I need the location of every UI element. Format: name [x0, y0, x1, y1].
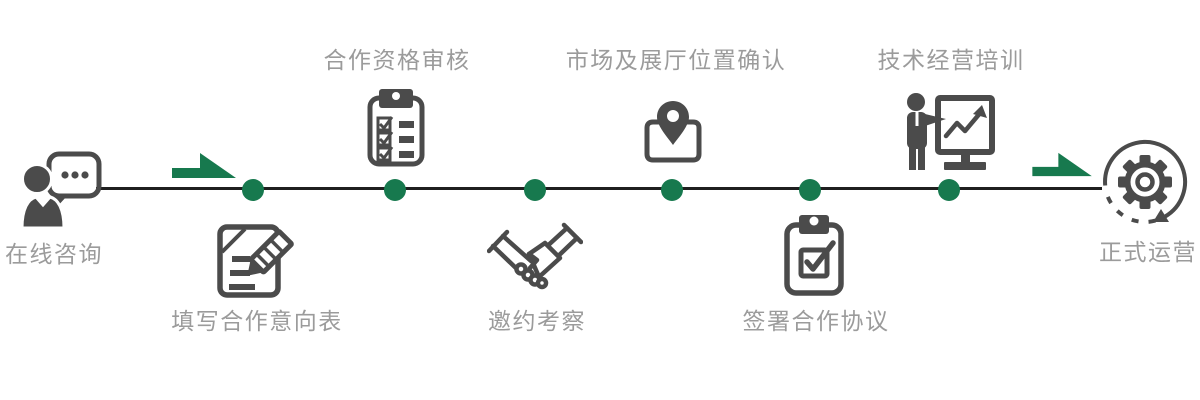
timeline-node-dot	[242, 179, 264, 201]
person-chat-icon	[20, 151, 102, 230]
timeline-node-dot	[799, 179, 821, 201]
timeline-node-dot	[524, 179, 546, 201]
timeline-node-dot	[938, 179, 960, 201]
step-label-online-consult: 在线咨询	[5, 241, 103, 267]
step-label-fill-intention-form: 填写合作意向表	[171, 308, 343, 334]
timeline-node-dot	[661, 179, 683, 201]
presentation-chart-icon	[907, 93, 995, 170]
step-label-location-confirm: 市场及展厅位置确认	[565, 47, 787, 73]
step-label-sign-agreement: 签署合作协议	[742, 308, 890, 334]
gear-cycle-icon	[1103, 139, 1188, 224]
step-label-training: 技术经营培训	[877, 47, 1025, 73]
step-label-qualification-review: 合作资格审核	[323, 47, 471, 73]
map-pin-icon	[644, 101, 702, 163]
timeline-line	[96, 187, 1102, 190]
document-pencil-icon	[217, 224, 294, 298]
step-label-official-operation: 正式运营	[1099, 239, 1197, 265]
flow-arrow-icon	[172, 153, 236, 178]
clipboard-check-icon	[784, 215, 844, 296]
flow-arrow-icon	[1032, 152, 1092, 177]
clipboard-checklist-icon	[367, 89, 425, 167]
step-label-invited-visit: 邀约考察	[488, 308, 586, 334]
handshake-icon	[487, 222, 583, 290]
timeline-node-dot	[384, 179, 406, 201]
